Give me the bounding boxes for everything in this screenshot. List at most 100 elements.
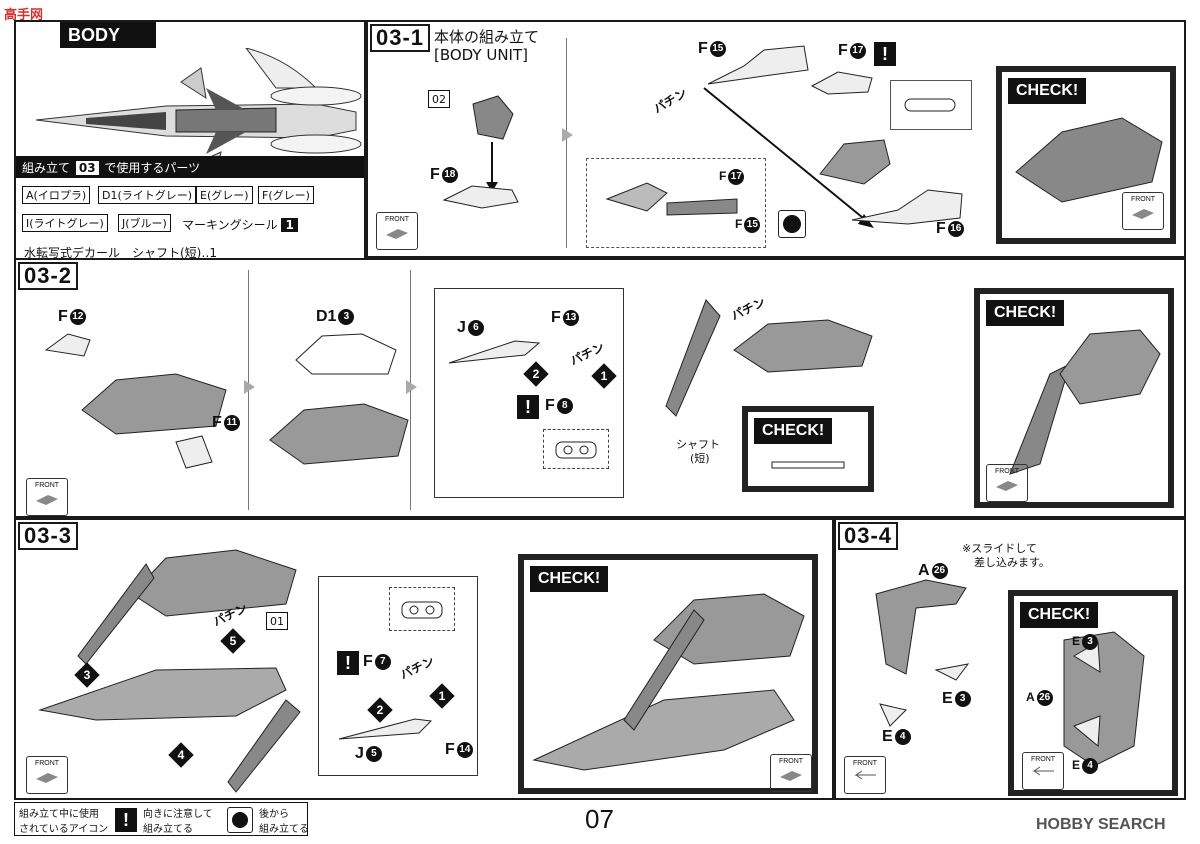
nose-cone [38,667,287,721]
f8-peg [555,441,597,459]
detail-peg-box [890,80,972,130]
part-tag-d1: D1(ライトグレー) [98,186,197,204]
part-j6 [448,340,541,364]
check-box: CHECK! FRONT [518,554,818,794]
peg-detail [389,587,455,631]
marking-number: 1 [281,218,298,232]
check-label: CHECK! [986,300,1065,326]
snap-sound: パチン [567,339,607,368]
icon-legend: 組み立て中に使用 されているアイコン ! 向きに注意して 組み立てる 後から 組… [14,802,309,836]
step-title-en: [BODY UNIT] [434,46,528,64]
front-indicator: FRONT [844,756,886,794]
front-indicator: FRONT [986,464,1028,502]
section-title: BODY [68,25,121,45]
legend-title-2: されているアイコン [19,824,109,835]
legend-icon2-text-1: 後から [259,809,289,820]
peg-illustration [401,601,443,619]
part-f12 [44,333,91,357]
order-2: 2 [523,361,549,387]
front-indicator: FRONT [376,212,418,250]
order-1: 1 [591,363,617,389]
part-e4 [879,703,907,727]
decal-shaft-line: 水転写式デカール シャフト(短)‥1 [24,246,218,260]
parts-list-step: 03 [75,161,99,175]
part-tag-i: I(ライトグレー) [22,214,108,232]
orientation-warning-icon: ! [115,808,137,832]
part-label-02: 02 [428,90,450,108]
part-tag-e: E(グレー) [196,186,253,204]
front-indicator: FRONT [1022,752,1064,790]
part-f11 [175,435,213,469]
check-box: CHECK! FRONT [996,66,1176,244]
parts-list-box: 組み立て 03 で使用するパーツ A(イロプラ) D1(ライトグレー) E(グレ… [16,156,364,276]
page-number: 07 [585,804,614,834]
f8-detail [543,429,609,469]
part-d13 [295,333,397,375]
orientation-warning-icon: ! [337,651,359,675]
legend-icon1-text-1: 向きに注意して [143,809,213,820]
body-assembly [81,373,227,435]
body-assembly [733,319,873,373]
front-indicator: FRONT [26,756,68,794]
legend-icon2-text-2: 組み立てる [259,824,309,835]
step-number: 03-3 [18,522,79,550]
part-tag-a: A(イロプラ) [22,186,91,204]
shaft-label: シャフト [676,438,720,451]
legend-icon1-text-2: 組み立てる [143,824,193,835]
snap-sound: パチン [651,85,690,116]
body-assembly [269,403,409,465]
body-overview-panel: BODY 組み立て 03 で使用するパーツ A(イロプラ) D1(ライトグレー)… [14,20,366,278]
check-box-shaft: CHECK! [742,406,874,492]
arrow-down [486,142,498,192]
part-f15 [707,45,809,85]
part-tag-j: J(ブルー) [118,214,171,232]
divider [566,38,567,248]
sub-assembly-02 [472,95,514,140]
marking-sticker: マーキングシール 1 [182,216,298,233]
flow-arrow [406,380,417,394]
slide-note-2: 差し込みます。 [974,556,1050,569]
arm-part-lower [227,699,301,793]
check-label: CHECK! [1020,602,1099,628]
detail-illustration [605,182,738,216]
slide-note-1: ※スライドして [962,542,1037,555]
step-number: 03-1 [370,24,431,52]
part-j5 [338,718,433,740]
flow-arrow [562,128,573,142]
check-label: CHECK! [1008,78,1087,104]
arm-part [665,299,721,417]
body-sub-assembly [819,139,891,185]
section-header: BODY [60,22,156,48]
step-number: 03-2 [18,262,79,290]
watermark-logo: 高手网 [4,4,43,23]
orientation-warning-icon: ! [874,42,896,66]
check-illustration [532,593,805,771]
peg-illustration [904,98,956,112]
